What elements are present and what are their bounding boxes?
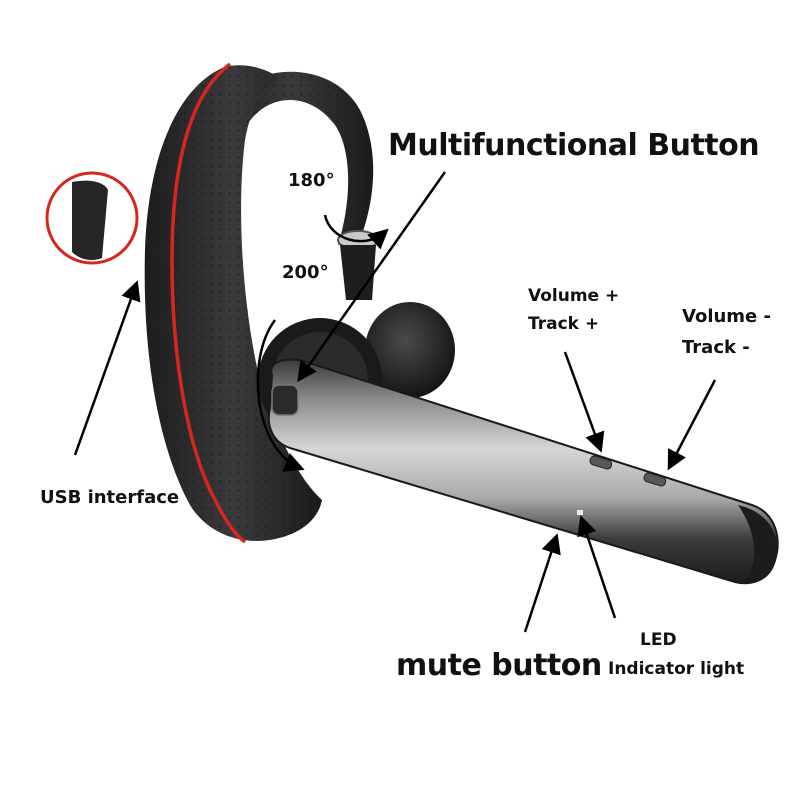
label-multifunctional-button: Multifunctional Button xyxy=(388,128,760,163)
label-track-up: Track + xyxy=(528,314,600,334)
rotation-arrow-200 xyxy=(256,319,305,472)
label-led: LED xyxy=(640,630,677,650)
arrow-volume-up xyxy=(563,351,605,453)
label-mute-button: mute button xyxy=(396,648,602,683)
label-usb-interface: USB interface xyxy=(40,487,180,508)
boom-end-cap xyxy=(738,505,778,584)
volume-down-button-shape xyxy=(643,472,667,487)
usb-inset-detail xyxy=(72,180,108,260)
label-rotation-200: 200° xyxy=(282,262,329,283)
label-indicator-light: Indicator light xyxy=(608,659,745,679)
volume-up-button-shape xyxy=(589,455,613,470)
arrow-led xyxy=(577,515,617,619)
ear-bud xyxy=(365,302,455,398)
hinge-neck xyxy=(340,245,376,300)
led-shape xyxy=(577,510,583,515)
label-volume-down: Volume - xyxy=(682,306,771,327)
label-rotation-180: 180° xyxy=(288,170,335,191)
red-accent-line xyxy=(170,62,247,544)
multifunctional-button-shape xyxy=(271,384,299,416)
arrow-mute xyxy=(523,533,561,633)
boom-mic xyxy=(267,358,779,585)
arrow-volume-down xyxy=(667,379,717,471)
label-track-down: Track - xyxy=(682,337,750,358)
label-volume-up: Volume + xyxy=(528,286,620,306)
arrow-usb xyxy=(73,280,141,456)
rotation-arrow-180 xyxy=(323,214,389,250)
arrow-multifunctional xyxy=(297,171,447,383)
